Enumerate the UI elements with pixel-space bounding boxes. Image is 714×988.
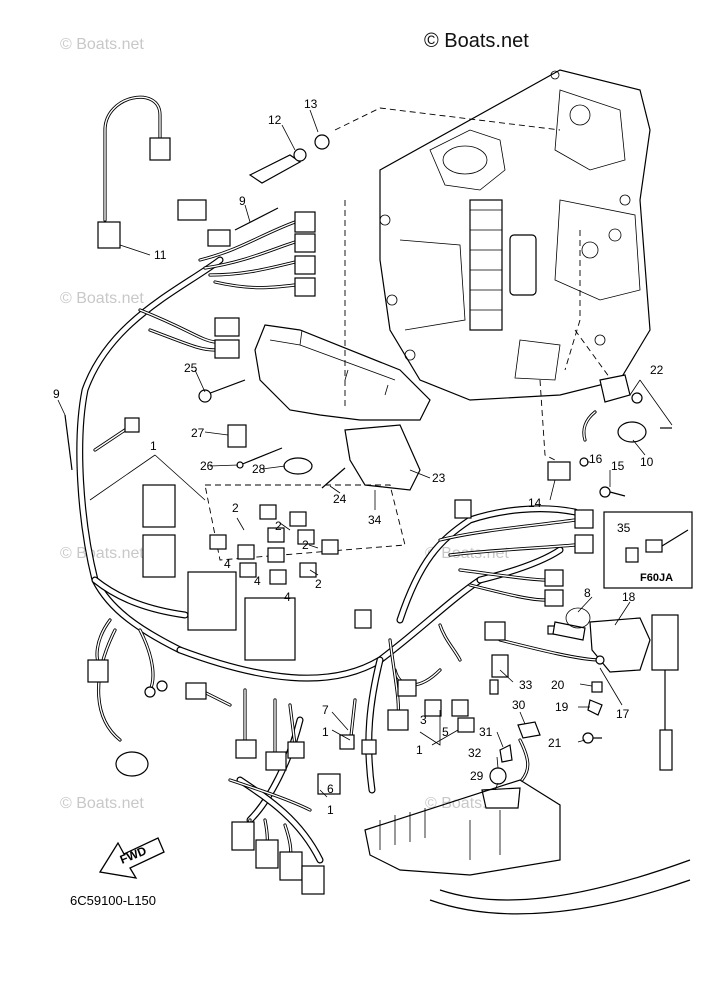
callout-24: 24 — [333, 492, 347, 506]
callout-4a: 4 — [224, 557, 231, 571]
callout-33: 33 — [519, 678, 533, 692]
callout-19: 19 — [555, 700, 569, 714]
callout-16: 16 — [589, 452, 603, 466]
diagram-code: 6C59100-L150 — [70, 893, 157, 908]
callout-11: 11 — [154, 248, 167, 262]
inset-callout-35: 35 — [617, 521, 631, 535]
callout-4b: 4 — [254, 574, 261, 588]
callout-29: 29 — [470, 769, 484, 783]
callout-12: 12 — [268, 113, 282, 127]
watermark: © Boats.net — [60, 795, 144, 812]
leader-line — [334, 107, 561, 131]
lower-casting — [364, 779, 691, 915]
callout-3: 3 — [420, 713, 427, 727]
callout-26: 26 — [200, 459, 214, 473]
callout-1d: 1 — [327, 803, 334, 817]
callout-2d: 2 — [315, 577, 322, 591]
connectors — [64, 134, 679, 895]
callout-1b: 1 — [416, 743, 423, 757]
callout-31: 31 — [479, 725, 493, 739]
fwd-arrow: FWD — [98, 837, 165, 879]
callout-1a: 1 — [150, 439, 157, 453]
callout-23: 23 — [432, 471, 446, 485]
callout-34: 34 — [368, 513, 382, 527]
callout-13: 13 — [304, 97, 318, 111]
inset-box — [603, 511, 693, 589]
callout-28: 28 — [252, 462, 266, 476]
callout-2b: 2 — [275, 519, 282, 533]
callout-25: 25 — [184, 361, 198, 375]
callout-10: 10 — [640, 455, 654, 469]
relay-group-outline — [204, 484, 406, 561]
callout-2a: 2 — [232, 501, 239, 515]
callout-4c: 4 — [284, 590, 291, 604]
leader-line — [574, 329, 616, 386]
callout-1c: 1 — [322, 725, 329, 739]
leader-line — [564, 230, 581, 371]
callout-14: 14 — [528, 496, 542, 510]
callout-2c: 2 — [302, 538, 309, 552]
watermark: © Boats.net — [60, 545, 144, 562]
inset-label: F60JA — [640, 572, 674, 584]
callout-15: 15 — [611, 459, 625, 473]
callout-21: 21 — [548, 736, 562, 750]
callout-30: 30 — [512, 698, 526, 712]
engine-block — [379, 69, 651, 401]
callout-17: 17 — [616, 707, 630, 721]
watermark: © Boats.net — [60, 36, 144, 53]
main-harness — [76, 256, 579, 864]
watermark: © Boats.net — [60, 290, 144, 307]
callout-numbers: 13 12 9 11 9 25 1 27 26 28 24 34 23 22 1… — [53, 97, 664, 817]
callout-8: 8 — [584, 586, 591, 600]
callout-27: 27 — [191, 426, 205, 440]
callout-9b: 9 — [53, 387, 60, 401]
callout-22: 22 — [650, 363, 664, 377]
callout-32: 32 — [468, 746, 482, 760]
callout-leaders — [57, 109, 673, 798]
callout-20: 20 — [551, 678, 565, 692]
copyright-notice: © Boats.net — [424, 30, 529, 52]
electrical-cover — [254, 324, 431, 491]
leader-line — [539, 379, 556, 461]
callout-5: 5 — [442, 725, 449, 739]
callout-18: 18 — [622, 590, 636, 604]
callout-6: 6 — [327, 782, 334, 796]
callout-7: 7 — [322, 703, 329, 717]
callout-9a: 9 — [239, 194, 246, 208]
